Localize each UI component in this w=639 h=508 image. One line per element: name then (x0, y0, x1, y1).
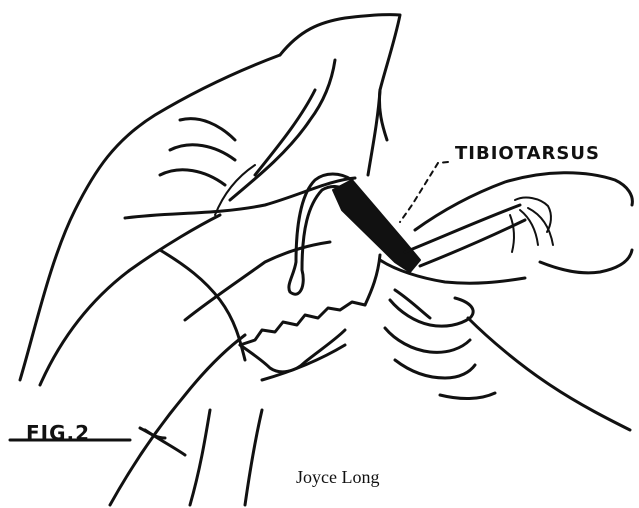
tibiotarsus-label: TIBIOTARSUS (455, 143, 600, 164)
figure-label: FIG.2 (26, 421, 90, 445)
artist-credit: Joyce Long (296, 467, 379, 488)
